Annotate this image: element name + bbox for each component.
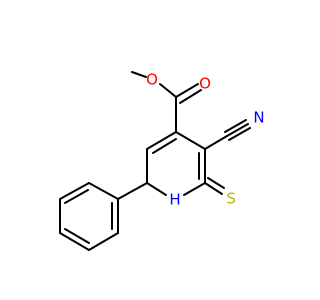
- bond-c2-s-1: [204, 182, 223, 195]
- bond-c5-c4: [146, 131, 177, 150]
- bond-c-o-double-2: [179, 89, 202, 104]
- bond-cn-triple-3: [228, 127, 251, 141]
- bond-cn-triple-1: [226, 123, 249, 137]
- bond-ph5: [88, 232, 119, 251]
- molecule-structure: O O N H S: [59, 71, 265, 251]
- bond-ph2-inner: [64, 189, 89, 204]
- atom-o-carbonyl: O: [199, 75, 211, 93]
- atom-s-thione: S: [226, 190, 236, 208]
- bond-c-o-double-1: [175, 83, 199, 98]
- bond-ph1: [88, 182, 119, 200]
- bond-c5-c4-inner: [152, 138, 177, 154]
- bond-ph2: [59, 182, 90, 200]
- bond-cn-triple-2: [224, 119, 247, 133]
- bond-methyl-o: [131, 71, 147, 78]
- bond-ph4: [59, 232, 90, 251]
- bond-c4-c3: [175, 131, 206, 150]
- bond-c6-phenyl: [117, 182, 148, 200]
- bond-c3-cn: [204, 135, 228, 150]
- bond-n1-c6: [146, 182, 167, 196]
- bond-c2-n1: [183, 182, 206, 196]
- atom-n-nitrile: N: [253, 109, 264, 127]
- bond-o-carbonyl-c: [159, 83, 177, 98]
- atom-nh-ring: H: [169, 191, 180, 209]
- atom-o-ether: O: [146, 71, 158, 89]
- bond-c2-s-2: [207, 177, 225, 189]
- bond-ph4-inner: [64, 228, 90, 244]
